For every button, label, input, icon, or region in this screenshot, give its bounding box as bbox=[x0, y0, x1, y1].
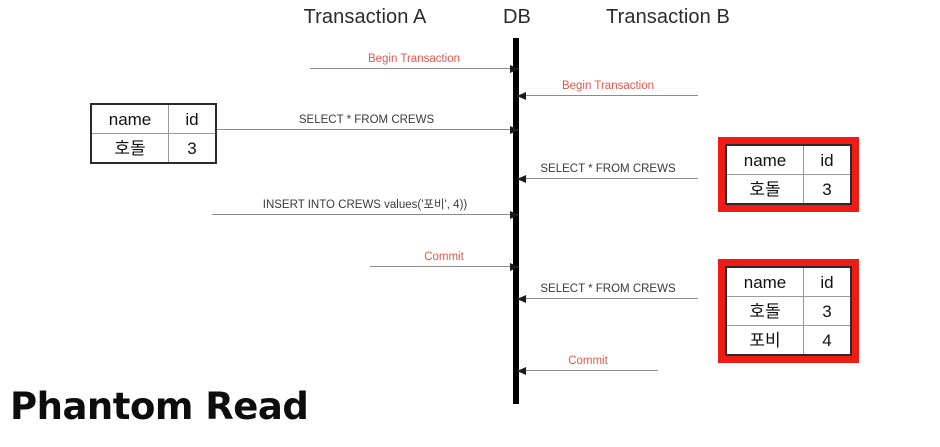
page-title: Phantom Read bbox=[10, 385, 309, 428]
message-b-begin-label: Begin Transaction bbox=[561, 79, 655, 92]
message-b-commit-label: Commit bbox=[568, 354, 608, 367]
message-a-select-1: SELECT * FROM CREWS bbox=[215, 103, 519, 134]
message-b-select-1: SELECT * FROM CREWS bbox=[517, 152, 698, 183]
result-table-b-first: name id 호돌 3 bbox=[718, 137, 859, 212]
table-row: 호돌 3 bbox=[90, 133, 217, 164]
message-b-select-2-label: SELECT * FROM CREWS bbox=[540, 282, 676, 295]
table-row: 포비 4 bbox=[725, 325, 852, 356]
column-header-id: id bbox=[803, 266, 852, 297]
arrowhead-right-icon bbox=[510, 262, 519, 271]
message-a-select-1-label: SELECT * FROM CREWS bbox=[298, 113, 435, 126]
cell-id: 3 bbox=[168, 133, 217, 164]
message-b-begin-line bbox=[518, 95, 698, 96]
cell-name: 호돌 bbox=[725, 296, 804, 326]
message-a-begin-line bbox=[310, 68, 518, 69]
table-row: 호돌 3 bbox=[725, 296, 852, 326]
cell-name: 호돌 bbox=[725, 174, 804, 205]
column-header-name: name bbox=[90, 103, 169, 134]
message-b-select-2-line bbox=[518, 298, 698, 299]
arrowhead-right-icon bbox=[510, 210, 519, 219]
cell-id: 4 bbox=[803, 325, 852, 356]
column-header-name: name bbox=[725, 266, 804, 297]
message-a-commit: Commit bbox=[370, 240, 519, 271]
cell-name: 포비 bbox=[725, 325, 804, 356]
lane-header-transaction-a: Transaction A bbox=[303, 6, 427, 28]
cell-id: 3 bbox=[803, 296, 852, 326]
message-a-insert: INSERT INTO CREWS values('포비', 4)) bbox=[212, 188, 519, 219]
message-a-commit-label: Commit bbox=[424, 250, 464, 263]
lane-header-transaction-b: Transaction B bbox=[606, 6, 730, 28]
result-table-a: name id 호돌 3 bbox=[90, 103, 217, 164]
column-header-id: id bbox=[168, 103, 217, 134]
message-a-commit-line bbox=[370, 266, 518, 267]
arrowhead-right-icon bbox=[510, 64, 519, 73]
message-b-select-2: SELECT * FROM CREWS bbox=[517, 272, 698, 303]
message-b-commit-line bbox=[518, 370, 658, 371]
message-b-select-1-label: SELECT * FROM CREWS bbox=[540, 162, 676, 175]
table-row: name id bbox=[90, 103, 217, 134]
arrowhead-left-icon bbox=[517, 294, 526, 303]
message-a-select-1-line bbox=[215, 129, 518, 130]
message-a-begin: Begin Transaction bbox=[310, 42, 519, 73]
cell-id: 3 bbox=[803, 174, 852, 205]
message-b-select-1-line bbox=[518, 178, 698, 179]
arrowhead-left-icon bbox=[517, 174, 526, 183]
table-row: 호돌 3 bbox=[725, 174, 852, 205]
arrowhead-right-icon bbox=[510, 125, 519, 134]
result-table-b-second: name id 호돌 3 포비 4 bbox=[718, 259, 859, 363]
message-a-insert-label: INSERT INTO CREWS values('포비', 4)) bbox=[262, 198, 468, 211]
cell-name: 호돌 bbox=[90, 133, 169, 164]
table-row: name id bbox=[725, 144, 852, 175]
message-b-commit: Commit bbox=[517, 344, 658, 375]
column-header-id: id bbox=[803, 144, 852, 175]
arrowhead-left-icon bbox=[517, 91, 526, 100]
message-a-begin-label: Begin Transaction bbox=[367, 52, 461, 65]
message-b-begin: Begin Transaction bbox=[517, 69, 698, 100]
column-header-name: name bbox=[725, 144, 804, 175]
lane-header-db: DB bbox=[503, 6, 531, 28]
message-a-insert-line bbox=[212, 214, 518, 215]
table-row: name id bbox=[725, 266, 852, 297]
arrowhead-left-icon bbox=[517, 366, 526, 375]
db-lifeline bbox=[513, 38, 519, 404]
